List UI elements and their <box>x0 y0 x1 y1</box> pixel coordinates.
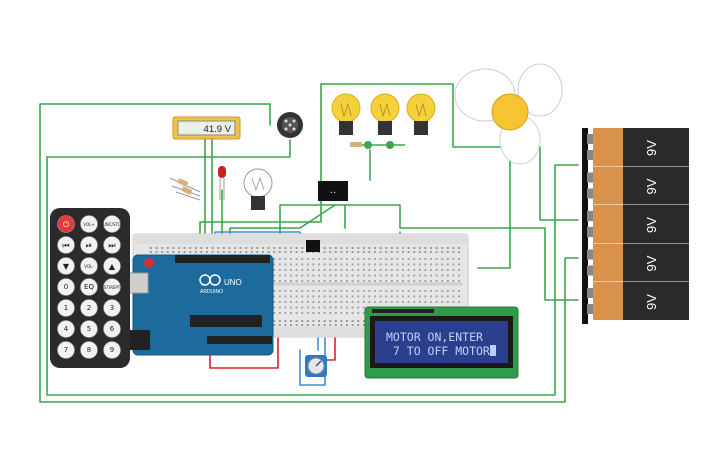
up-icon: ▲ <box>109 262 116 271</box>
remote-button-vol-[interactable]: VOL+ <box>80 215 98 233</box>
arduino-logo-text: ARDUINO <box>200 289 223 295</box>
remote-button-label: VOL+ <box>83 222 94 227</box>
play-icon: ⏯ <box>86 241 92 250</box>
remote-button-5[interactable]: 5 <box>80 320 98 338</box>
prev-icon: ⏮ <box>62 241 69 250</box>
wire-outer-loop[interactable] <box>39 103 579 403</box>
battery-9v-5: 9V <box>587 282 689 320</box>
potentiometer[interactable] <box>305 355 327 377</box>
battery-label: 9V <box>644 255 659 271</box>
remote-button-6[interactable]: 6 <box>103 320 121 338</box>
lcd-module: MOTOR ON,ENTER 7 TO OFF MOTOR <box>364 306 519 379</box>
remote-button-label: 3 <box>110 304 114 312</box>
remote-button-3[interactable]: 3 <box>103 299 121 317</box>
lcd-cursor <box>490 345 496 356</box>
remote-button-0[interactable]: 0 <box>57 278 75 296</box>
remote-button-label: ST/REPT <box>104 285 121 290</box>
bulb-group <box>331 93 436 135</box>
battery-pack: 9V 9V 9V 9V 9V <box>582 128 689 324</box>
remote-button-label: 0 <box>64 283 68 291</box>
next-icon: ⏭ <box>108 241 115 250</box>
lcd-line-2: 7 TO OFF MOTOR <box>386 344 490 358</box>
arduino-uno[interactable]: ARDUINO UNO <box>125 254 274 356</box>
remote-button-vol-[interactable]: VOL- <box>80 257 98 275</box>
remote-button-label: EQ <box>84 283 94 291</box>
arduino-model-text: UNO <box>224 278 242 287</box>
wire-fan[interactable] <box>477 149 511 269</box>
remote-button-label: 8 <box>87 346 91 354</box>
remote-button-eq[interactable]: EQ <box>80 278 98 296</box>
battery-label: 9V <box>644 178 659 194</box>
down-icon: ▼ <box>63 262 70 271</box>
indicator-led-2 <box>386 141 394 149</box>
remote-button-label: VOL- <box>84 264 94 269</box>
remote-button-label: 1 <box>64 304 68 312</box>
remote-button-8[interactable]: 8 <box>80 341 98 359</box>
lcd-header-pins <box>372 309 434 313</box>
power-icon: ⏻ <box>63 220 70 229</box>
remote-button-label: 6 <box>110 325 115 333</box>
indicator-led-1 <box>364 141 372 149</box>
indicator-leds <box>350 141 405 149</box>
remote-button-play[interactable]: ⏯ <box>80 236 98 254</box>
svg-text:▪ ▪: ▪ ▪ <box>331 190 336 196</box>
battery-9v-3: 9V <box>587 205 689 243</box>
wire-lamps-frame[interactable] <box>320 83 579 221</box>
battery-9v-1: 9V <box>587 128 689 166</box>
remote-button-2[interactable]: 2 <box>80 299 98 317</box>
wire-battery-right[interactable] <box>279 204 579 301</box>
remote-button-label: 2 <box>87 304 91 312</box>
remote-button-grid: ⏻ VOL+ FUNC/STOP ⏮ ⏯ ⏭ ▼ VOL- ▲ 0 EQ ST/REPT 1 2 3 4 5 6 7… <box>57 215 124 359</box>
remote-button-next[interactable]: ⏭ <box>103 236 121 254</box>
red-led <box>218 166 226 200</box>
wire-lamps-left[interactable] <box>199 83 322 246</box>
voltmeter-reading: 41.9 V <box>204 124 232 135</box>
battery-9v-4: 9V <box>587 243 689 282</box>
transistor <box>306 240 320 252</box>
remote-button-label: 9 <box>110 346 114 354</box>
battery-9v-2: 9V <box>587 166 689 205</box>
remote-button-9[interactable]: 9 <box>103 341 121 359</box>
remote-button-label: 5 <box>87 325 91 333</box>
remote-button-prev[interactable]: ⏮ <box>57 236 75 254</box>
remote-button-power[interactable]: ⏻ <box>57 215 75 233</box>
battery-label: 9V <box>644 217 659 233</box>
remote-button-down[interactable]: ▼ <box>57 257 75 275</box>
voltmeter: 41.9 V <box>172 116 241 140</box>
battery-label: 9V <box>644 294 659 310</box>
lcd-line-1: MOTOR ON,ENTER <box>386 330 483 344</box>
arduino-reset-button[interactable] <box>144 258 154 268</box>
remote-button-up[interactable]: ▲ <box>103 257 121 275</box>
light-bulb-1 <box>331 93 361 135</box>
arduino-logo-icon <box>199 274 221 286</box>
relay-module: ▪ ▪ <box>318 181 348 201</box>
piezo-buzzer <box>277 112 303 138</box>
remote-button-label: 4 <box>64 325 69 333</box>
light-bulb-3 <box>406 93 436 135</box>
battery-label: 9V <box>644 140 659 156</box>
wire-top-loop[interactable] <box>46 139 291 158</box>
remote-button-label: FUNC/STOP <box>101 222 124 227</box>
small-light-bulb <box>243 168 273 210</box>
dc-motor-fan <box>454 63 563 165</box>
remote-button-func-stop[interactable]: FUNC/STOP <box>101 215 124 233</box>
remote-button-1[interactable]: 1 <box>57 299 75 317</box>
remote-button-7[interactable]: 7 <box>57 341 75 359</box>
light-bulb-2 <box>370 93 400 135</box>
resistor-lamps <box>350 142 362 147</box>
remote-button-label: 7 <box>64 346 68 354</box>
remote-button-st-rept[interactable]: ST/REPT <box>103 278 121 296</box>
remote-button-4[interactable]: 4 <box>57 320 75 338</box>
ir-sensor-leads <box>169 177 201 201</box>
ir-remote: ⏻ VOL+ FUNC/STOP ⏮ ⏯ ⏭ ▼ VOL- ▲ 0 EQ ST/REPT 1 2 3 4 5 6 7… <box>50 208 130 368</box>
wire-left-loop[interactable] <box>46 156 579 396</box>
